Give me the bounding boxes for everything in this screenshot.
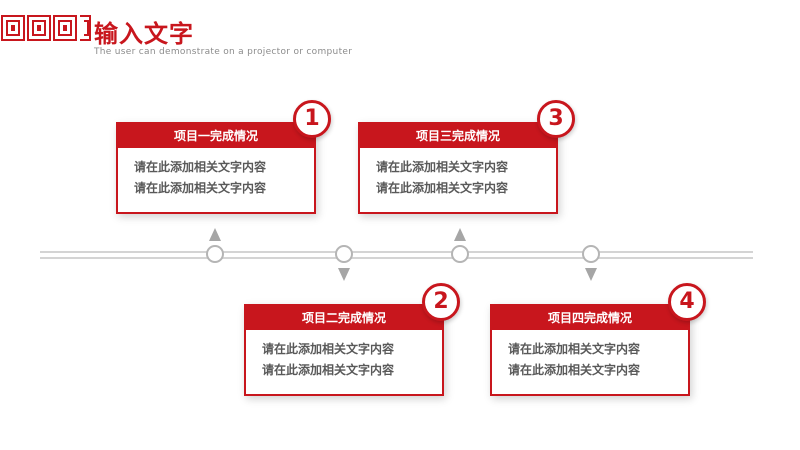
card-text-line: 请在此添加相关文字内容 bbox=[262, 363, 395, 377]
arrow-down-icon bbox=[338, 268, 350, 281]
number-badge-4: 4 bbox=[668, 283, 706, 321]
card-title: 项目三完成情况 bbox=[360, 124, 556, 148]
page-title: 输入文字 bbox=[94, 20, 194, 48]
timeline-node-1 bbox=[206, 245, 224, 263]
number-badge-1: 1 bbox=[293, 100, 331, 138]
card-text-line: 请在此添加相关文字内容 bbox=[262, 342, 395, 356]
arrow-up-icon bbox=[454, 228, 466, 241]
page-subtitle: The user can demonstrate on a projector … bbox=[94, 47, 353, 57]
card-title: 项目一完成情况 bbox=[118, 124, 314, 148]
number-badge-2: 2 bbox=[422, 283, 460, 321]
card-text-line: 请在此添加相关文字内容 bbox=[134, 181, 267, 195]
header-lattice-ornament bbox=[1, 15, 91, 41]
card-text-line: 请在此添加相关文字内容 bbox=[508, 342, 641, 356]
timeline-node-3 bbox=[451, 245, 469, 263]
card-text-line: 请在此添加相关文字内容 bbox=[376, 181, 509, 195]
project-card-3: 项目三完成情况 请在此添加相关文字内容 请在此添加相关文字内容 bbox=[358, 122, 558, 214]
card-title: 项目二完成情况 bbox=[246, 306, 442, 330]
card-title: 项目四完成情况 bbox=[492, 306, 688, 330]
arrow-up-icon bbox=[209, 228, 221, 241]
project-card-2: 项目二完成情况 请在此添加相关文字内容 请在此添加相关文字内容 bbox=[244, 304, 444, 396]
timeline-line-bottom bbox=[40, 257, 753, 259]
project-card-4: 项目四完成情况 请在此添加相关文字内容 请在此添加相关文字内容 bbox=[490, 304, 690, 396]
arrow-down-icon bbox=[585, 268, 597, 281]
card-text-line: 请在此添加相关文字内容 bbox=[376, 160, 509, 174]
project-card-1: 项目一完成情况 请在此添加相关文字内容 请在此添加相关文字内容 bbox=[116, 122, 316, 214]
timeline-line-top bbox=[40, 251, 753, 253]
card-text-line: 请在此添加相关文字内容 bbox=[134, 160, 267, 174]
timeline-node-2 bbox=[335, 245, 353, 263]
card-text-line: 请在此添加相关文字内容 bbox=[508, 363, 641, 377]
timeline-node-4 bbox=[582, 245, 600, 263]
number-badge-3: 3 bbox=[537, 100, 575, 138]
